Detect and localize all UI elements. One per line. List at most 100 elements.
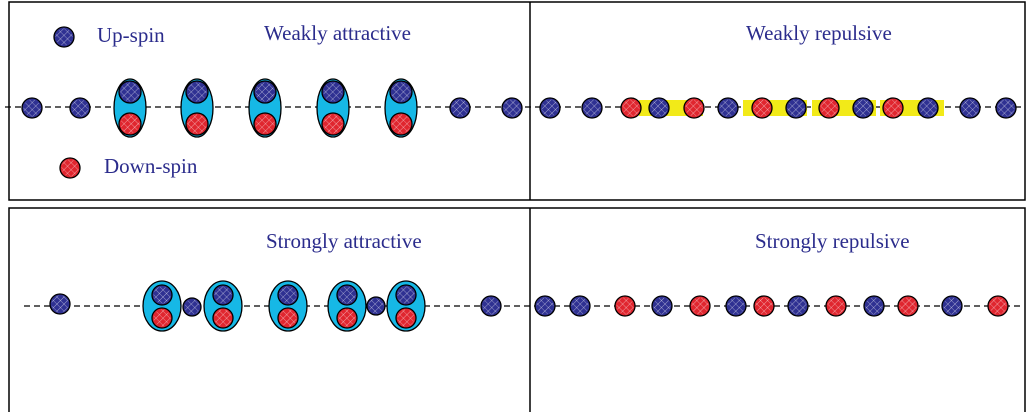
panel-frames bbox=[8, 1, 1026, 412]
pair-shapes bbox=[113, 78, 944, 332]
particle-hatch-cross bbox=[61, 159, 79, 177]
up-spin-particle bbox=[449, 97, 471, 119]
down-spin-particle bbox=[825, 295, 847, 317]
particle-hatch-cross bbox=[153, 309, 171, 327]
up-spin-particle bbox=[725, 295, 747, 317]
panel-title-weakly-attractive: Weakly attractive bbox=[264, 21, 411, 45]
up-spin-particle bbox=[787, 295, 809, 317]
particle-hatch-cross bbox=[622, 99, 640, 117]
particle-hatch-cross bbox=[503, 99, 521, 117]
top-panel-frame bbox=[8, 1, 1026, 201]
up-spin-particle bbox=[501, 97, 523, 119]
up-spin-particle bbox=[321, 80, 345, 104]
particle-hatch-cross bbox=[997, 99, 1015, 117]
panel-title-strongly-attractive: Strongly attractive bbox=[266, 229, 422, 253]
particle-hatch-cross bbox=[323, 82, 343, 102]
particle-hatch-cross bbox=[899, 297, 917, 315]
up-spin-particle bbox=[651, 295, 673, 317]
down-spin-particle bbox=[59, 157, 81, 179]
particle-hatch-cross bbox=[214, 309, 232, 327]
up-spin-particle bbox=[69, 97, 91, 119]
particle-hatch-cross bbox=[55, 28, 73, 46]
up-spin-particle bbox=[917, 97, 939, 119]
particle-hatch-cross bbox=[120, 82, 140, 102]
particle-hatch-cross bbox=[727, 297, 745, 315]
up-spin-particle bbox=[539, 97, 561, 119]
down-spin-particle bbox=[389, 112, 413, 136]
down-spin-particle bbox=[336, 307, 358, 329]
legend-up-spin-label: Up-spin bbox=[97, 23, 165, 47]
particle-hatch-cross bbox=[120, 114, 140, 134]
particle-hatch-cross bbox=[153, 286, 171, 304]
particle-hatch-cross bbox=[653, 297, 671, 315]
up-spin-particle bbox=[182, 297, 202, 317]
down-spin-particle bbox=[321, 112, 345, 136]
particle-hatch-cross bbox=[583, 99, 601, 117]
particle-hatch-cross bbox=[23, 99, 41, 117]
up-spin-particle bbox=[21, 97, 43, 119]
down-spin-particle bbox=[151, 307, 173, 329]
particle-hatch-cross bbox=[391, 82, 411, 102]
down-spin-particle bbox=[614, 295, 636, 317]
particle-hatch-cross bbox=[51, 295, 69, 313]
particle-hatch-cross bbox=[482, 297, 500, 315]
particle-hatch-cross bbox=[755, 297, 773, 315]
down-spin-particle bbox=[395, 307, 417, 329]
up-spin-particle bbox=[863, 295, 885, 317]
up-spin-particle bbox=[53, 26, 75, 48]
down-spin-particle bbox=[118, 112, 142, 136]
down-spin-particle bbox=[818, 97, 840, 119]
down-spin-particle bbox=[185, 112, 209, 136]
particle-hatch-cross bbox=[685, 99, 703, 117]
panel-title-weakly-repulsive: Weakly repulsive bbox=[746, 21, 892, 45]
up-spin-particle bbox=[277, 284, 299, 306]
up-spin-particle bbox=[212, 284, 234, 306]
down-spin-particle bbox=[751, 97, 773, 119]
up-spin-particle bbox=[366, 296, 386, 316]
down-spin-particle bbox=[753, 295, 775, 317]
particle-hatch-cross bbox=[650, 99, 668, 117]
particle-hatch-cross bbox=[391, 114, 411, 134]
up-spin-particle bbox=[852, 97, 874, 119]
panel-title-strongly-repulsive: Strongly repulsive bbox=[755, 229, 910, 253]
particles bbox=[21, 26, 1017, 329]
down-spin-particle bbox=[689, 295, 711, 317]
up-spin-particle bbox=[185, 80, 209, 104]
particle-hatch-cross bbox=[338, 309, 356, 327]
up-spin-particle bbox=[336, 284, 358, 306]
particle-hatch-cross bbox=[961, 99, 979, 117]
up-spin-particle bbox=[118, 80, 142, 104]
up-spin-particle bbox=[389, 80, 413, 104]
particle-hatch-cross bbox=[323, 114, 343, 134]
down-spin-particle bbox=[882, 97, 904, 119]
up-spin-particle bbox=[717, 97, 739, 119]
down-spin-particle bbox=[253, 112, 277, 136]
particle-hatch-cross bbox=[943, 297, 961, 315]
particle-hatch-cross bbox=[338, 286, 356, 304]
up-spin-particle bbox=[569, 295, 591, 317]
particle-hatch-cross bbox=[397, 286, 415, 304]
up-spin-particle bbox=[534, 295, 556, 317]
particle-hatch-cross bbox=[753, 99, 771, 117]
legend-down-spin-label: Down-spin bbox=[104, 154, 198, 178]
down-spin-particle bbox=[277, 307, 299, 329]
chain-lines bbox=[5, 106, 1024, 307]
particle-hatch-cross bbox=[255, 114, 275, 134]
particle-hatch-cross bbox=[541, 99, 559, 117]
particle-hatch-cross bbox=[214, 286, 232, 304]
bottom-panel-frame bbox=[8, 207, 1026, 412]
particle-hatch-cross bbox=[719, 99, 737, 117]
particle-hatch-cross bbox=[536, 297, 554, 315]
particle-hatch-cross bbox=[368, 298, 384, 314]
down-spin-particle bbox=[897, 295, 919, 317]
down-spin-particle bbox=[212, 307, 234, 329]
particle-hatch-cross bbox=[827, 297, 845, 315]
up-spin-particle bbox=[785, 97, 807, 119]
down-spin-particle bbox=[683, 97, 705, 119]
down-spin-particle bbox=[987, 295, 1009, 317]
particle-hatch-cross bbox=[184, 299, 200, 315]
up-spin-particle bbox=[253, 80, 277, 104]
particle-hatch-cross bbox=[187, 114, 207, 134]
particle-hatch-cross bbox=[787, 99, 805, 117]
